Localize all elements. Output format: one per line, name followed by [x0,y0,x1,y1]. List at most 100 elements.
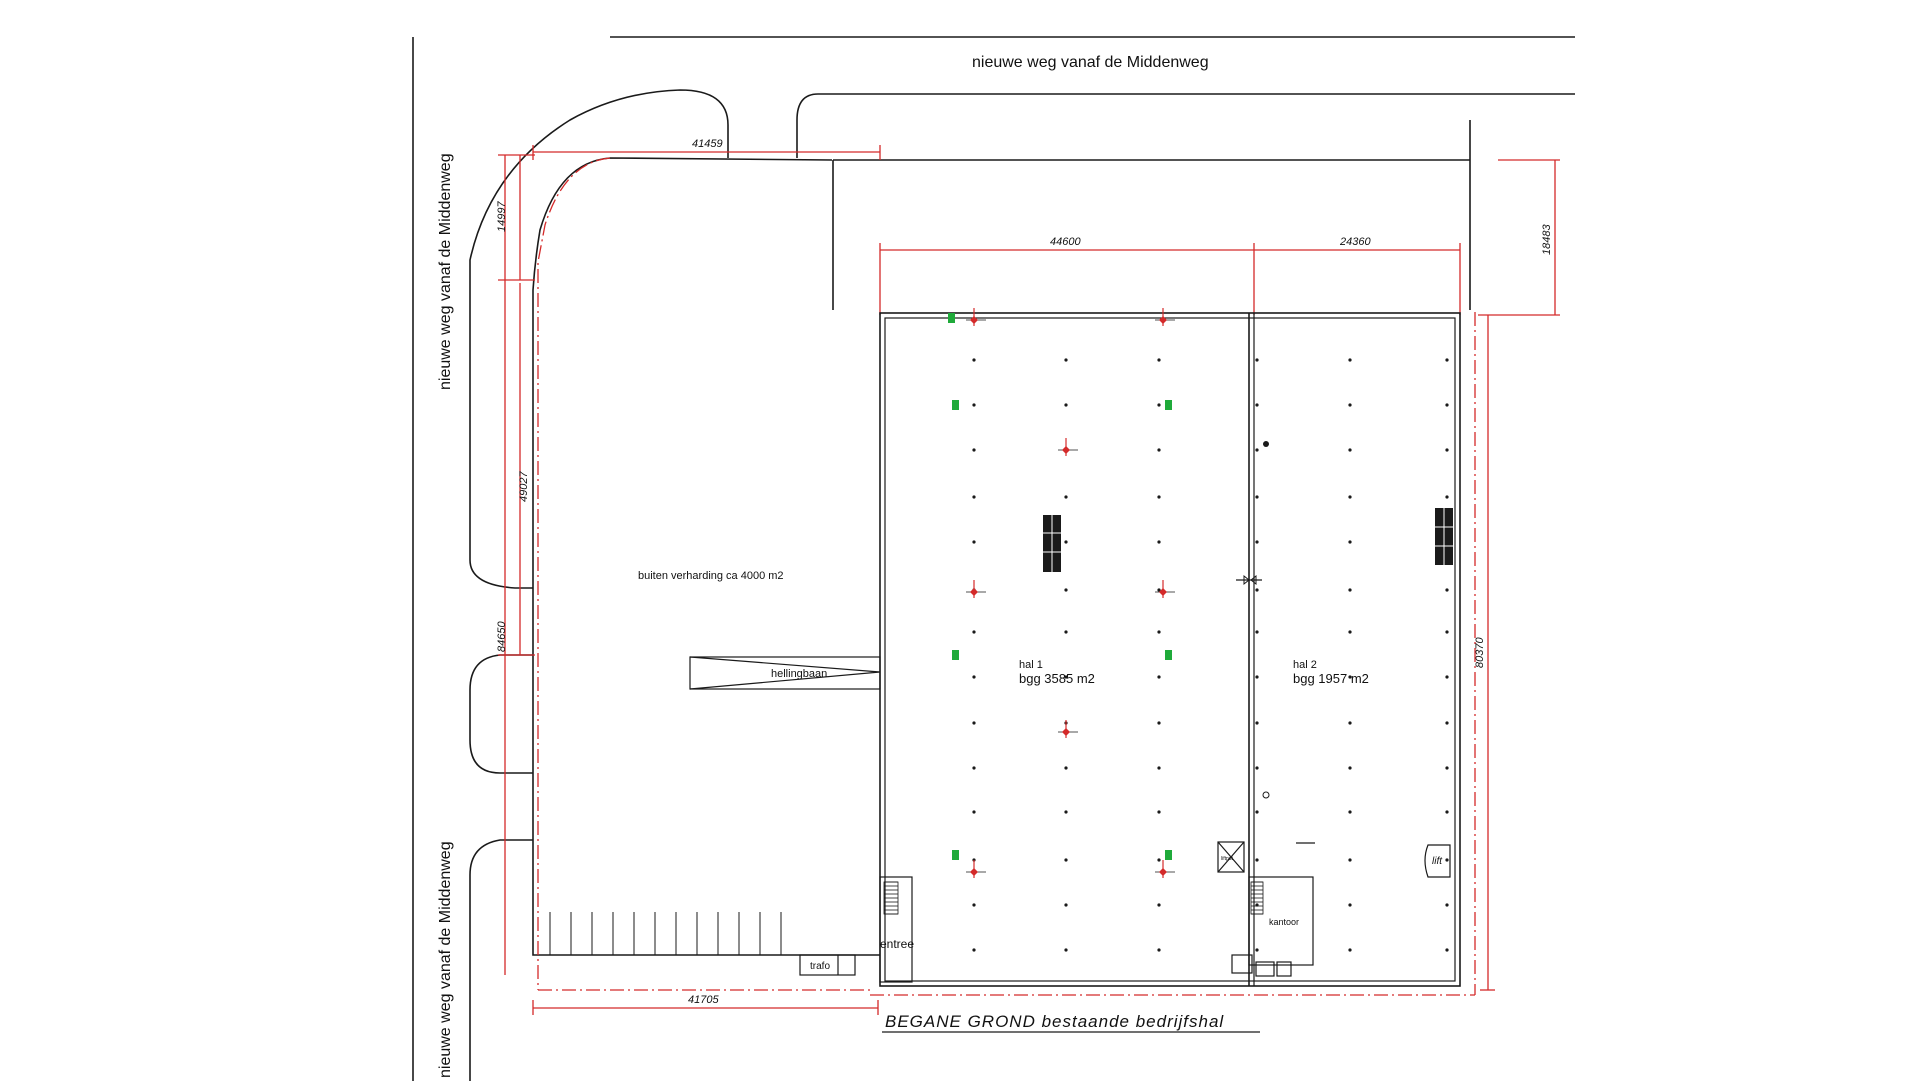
column-dot [1255,358,1259,362]
column-dot [1348,448,1352,452]
lift-shaft: liftput [1217,841,1245,873]
dim-left-lower: 84650 [496,621,508,652]
column-dot [1064,358,1068,362]
lot-boundary [532,157,880,956]
column-dot [1348,588,1352,592]
column-dot [1255,588,1259,592]
column-dot [972,540,976,544]
column-dot [1348,766,1352,770]
hall2-name: hal 2 [1293,659,1317,671]
column-dot [1255,810,1259,814]
parking-stalls [549,912,782,955]
road-label-left-lower: nieuwe weg vanaf de Middenweg [437,841,454,1078]
dim-hall1-width: 44600 [1050,236,1081,248]
green-marker [952,850,959,860]
green-marker [948,313,955,323]
dim-top-lot: 41459 [692,138,723,150]
dimension-lines [498,145,1560,1015]
hall1-name: hal 1 [1019,659,1043,671]
green-marker [952,650,959,660]
column-dot [1255,948,1259,952]
column-dot [1445,948,1449,952]
road-outlines [412,36,1575,1081]
column-dot [1445,810,1449,814]
column-dot [1157,448,1161,452]
column-dot [1348,403,1352,407]
outdoor-paving-label: buiten verharding ca 4000 m2 [638,570,784,582]
column-dot [1064,858,1068,862]
column-grid [972,358,1449,952]
column-dot [1255,766,1259,770]
column-dot [1157,588,1161,592]
dim-bottom-lot: 41705 [688,994,719,1006]
column-dot [1445,495,1449,499]
column-dot [1157,766,1161,770]
office-label: kantoor [1269,917,1299,927]
column-dot [1255,721,1259,725]
hall1-area: bgg 3585 m2 [1019,671,1095,686]
dim-right-setback: 18483 [1541,224,1553,255]
column-dot [1445,448,1449,452]
column-dot [1255,858,1259,862]
column-dot [972,675,976,679]
column-dot [1445,903,1449,907]
column-dot [1157,810,1161,814]
column-dot [1348,903,1352,907]
drawing-title: BEGANE GROND bestaande bedrijfshal [885,1012,1224,1031]
green-marker [1165,850,1172,860]
column-dot [972,448,976,452]
column-dot [1348,810,1352,814]
column-dot [1064,630,1068,634]
dock-hatch-hal1 [1043,515,1061,572]
column-dot [1445,358,1449,362]
column-dot [1445,540,1449,544]
column-dot [1255,675,1259,679]
column-dot [972,766,976,770]
column-dot [1348,721,1352,725]
entrance-label: entree [880,937,914,951]
dimension-labels: 41459 14997 49027 84650 41705 44600 2436… [496,138,1553,1006]
road-label-top: nieuwe weg vanaf de Middenweg [972,54,1209,71]
column-dot [1157,403,1161,407]
column-dot [1157,858,1161,862]
lift: lift [1424,844,1451,878]
column-dot [1445,766,1449,770]
dim-right-depth: 80370 [1474,637,1486,668]
dock-hatch-hal2 [1435,508,1453,565]
column-dot [972,903,976,907]
column-dot [1157,495,1161,499]
entrance: entree [879,876,914,983]
building [879,312,1461,987]
green-marker [1165,400,1172,410]
column-dot [1348,540,1352,544]
column-dot [1064,495,1068,499]
column-dot [972,495,976,499]
red-marker [966,580,986,598]
column-dot [1255,540,1259,544]
column-dot [1445,675,1449,679]
column-dot [972,721,976,725]
column-dot [1348,858,1352,862]
column-dot [1157,903,1161,907]
column-dot [1255,448,1259,452]
transformer-room: trafo [799,954,856,976]
red-marker [1058,720,1078,738]
red-marker [1058,438,1078,456]
column-dot [1445,403,1449,407]
road-label-left-upper: nieuwe weg vanaf de Middenweg [437,153,454,390]
column-dot [1348,358,1352,362]
column-dot [1064,540,1068,544]
column-dot [1157,540,1161,544]
red-marker [1155,308,1175,326]
column-dot [1445,858,1449,862]
red-marker [1155,860,1175,878]
column-dot [972,948,976,952]
red-marker [1155,580,1175,598]
column-dot [1255,403,1259,407]
column-dot [972,630,976,634]
column-dot [1348,948,1352,952]
column-dot [972,358,976,362]
column-dot [1064,766,1068,770]
ramp: hellingbaan [689,656,881,690]
red-marker [966,860,986,878]
